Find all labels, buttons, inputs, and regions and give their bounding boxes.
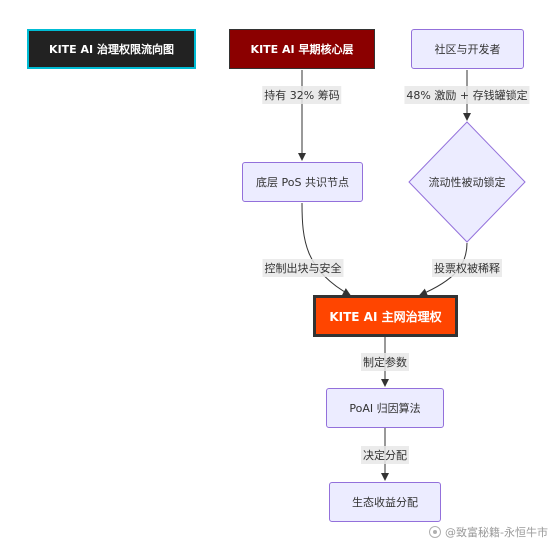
eco-rewards-node: 生态收益分配 [329, 482, 441, 522]
liquidity-lock-diamond [408, 121, 526, 243]
edge-label-core-to-pos: 持有 32% 筹码 [262, 86, 342, 104]
edge-label-pos-to-gov: 控制出块与安全 [262, 259, 344, 277]
edge-label-gov-to-poai: 制定参数 [361, 353, 409, 371]
pos-nodes-node: 底层 PoS 共识节点 [242, 162, 363, 202]
account-icon [429, 526, 442, 538]
edge-label-community-to-lock: 48% 激励 + 存钱罐锁定 [404, 86, 530, 104]
edge-label-poai-to-rewards: 决定分配 [361, 446, 409, 464]
poai-node: PoAI 归因算法 [326, 388, 444, 428]
community-node: 社区与开发者 [411, 29, 524, 69]
edge-label-lock-to-gov: 投票权被稀释 [432, 259, 502, 277]
core-team-node: KITE AI 早期核心层 [229, 29, 375, 69]
mainnet-governance-node: KITE AI 主网治理权 [313, 295, 458, 337]
liquidity-lock-label: 流动性被动锁定 [428, 176, 506, 189]
watermark: @致富秘籍-永恒牛市 [429, 524, 548, 540]
edge-pos-to-gov [301, 202, 351, 296]
watermark-text: @致富秘籍-永恒牛市 [445, 526, 548, 539]
diagram-title-node: KITE AI 治理权限流向图 [27, 29, 196, 69]
